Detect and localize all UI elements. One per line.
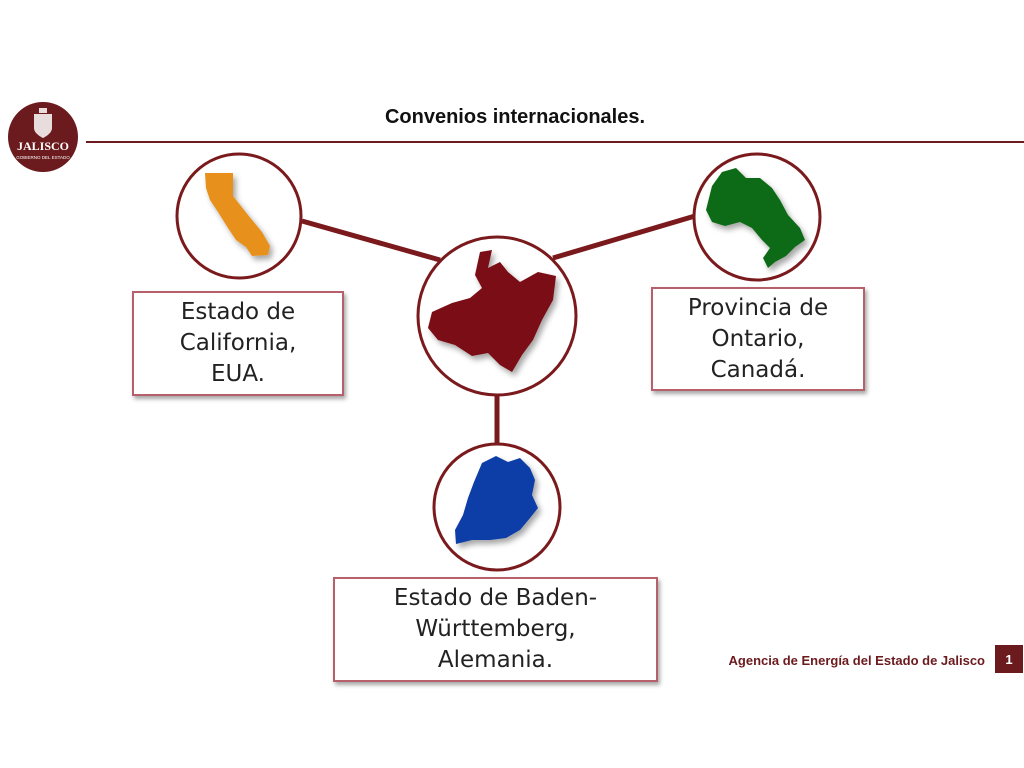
ontario-node bbox=[692, 152, 822, 282]
california-map-icon bbox=[205, 173, 270, 256]
ontario-map-icon bbox=[706, 168, 805, 268]
logo-text: JALISCO bbox=[17, 139, 69, 153]
logo-subtext: GOBIERNO DEL ESTADO bbox=[16, 155, 70, 160]
baden-map-icon bbox=[455, 456, 538, 544]
connector-california bbox=[301, 218, 441, 263]
baden-node bbox=[432, 442, 562, 572]
page-number: 1 bbox=[995, 645, 1023, 673]
ontario-label: Provincia de Ontario, Canadá. bbox=[687, 294, 829, 383]
jalisco-logo: JALISCO GOBIERNO DEL ESTADO bbox=[6, 100, 80, 174]
jalisco-node bbox=[416, 235, 578, 397]
california-label: Estado de California, EUA. bbox=[179, 299, 297, 387]
connector-ontario bbox=[552, 213, 696, 261]
baden-label: Estado de Baden- Württemberg, Alemania. bbox=[393, 585, 598, 673]
ontario-label-box: Provincia de Ontario, Canadá. bbox=[651, 287, 865, 391]
jalisco-map-icon bbox=[428, 250, 556, 372]
footer-agency: Agencia de Energía del Estado de Jalisco bbox=[728, 653, 985, 668]
header-divider bbox=[86, 141, 1024, 143]
page-title: Convenios internacionales. bbox=[384, 106, 646, 128]
california-label-box: Estado de California, EUA. bbox=[132, 291, 344, 396]
baden-label-box: Estado de Baden- Württemberg, Alemania. bbox=[333, 577, 658, 682]
california-node bbox=[175, 152, 303, 280]
